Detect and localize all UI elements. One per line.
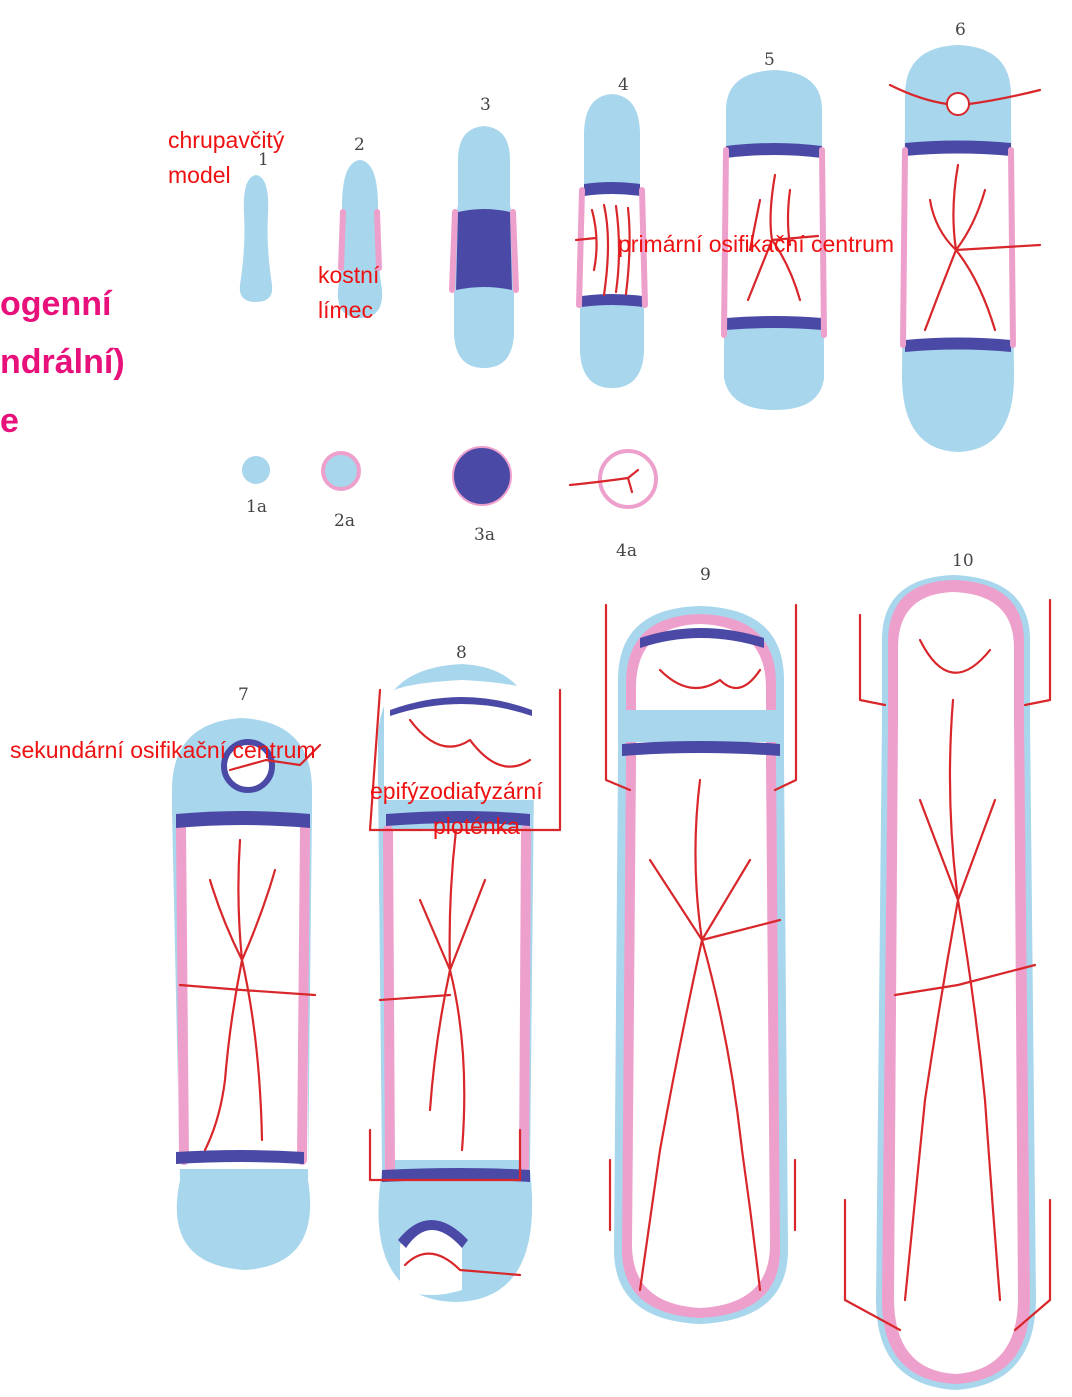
stage-number-9: 9 bbox=[700, 565, 711, 585]
stage-9-bone bbox=[606, 605, 796, 1324]
stage-number-6: 6 bbox=[955, 20, 966, 40]
stage-2-bone bbox=[338, 160, 382, 318]
label-secondary-ossification-center: sekundární osifikační centrum bbox=[10, 737, 316, 764]
stage-number-2: 2 bbox=[354, 135, 365, 155]
stage-number-8: 8 bbox=[456, 643, 467, 663]
cross-section-number-2a: 2a bbox=[334, 511, 355, 531]
cross-section-1a bbox=[242, 456, 270, 484]
label-bone-collar-line1: kostní bbox=[318, 262, 379, 289]
cross-section-number-4a: 4a bbox=[616, 541, 637, 561]
stage-7-bone bbox=[172, 718, 320, 1270]
label-growth-plate-line2: ploténka bbox=[433, 813, 520, 840]
cross-section-3a bbox=[453, 447, 511, 505]
cross-section-number-3a: 3a bbox=[474, 525, 495, 545]
stage-6-bone bbox=[890, 45, 1040, 452]
stage-10-bone bbox=[845, 575, 1050, 1390]
stage-number-10: 10 bbox=[952, 551, 974, 571]
label-cartilage-model-line1: chrupavčitý bbox=[168, 127, 284, 154]
stage-number-7: 7 bbox=[238, 685, 249, 705]
label-growth-plate-line1: epifýzodiafyzární bbox=[370, 778, 543, 805]
stage-number-4: 4 bbox=[618, 75, 629, 95]
label-primary-ossification-center: primární osifikační centrum bbox=[618, 231, 894, 258]
stage-number-5: 5 bbox=[764, 50, 775, 70]
cross-section-number-1a: 1a bbox=[246, 497, 267, 517]
stage-1-bone bbox=[240, 175, 272, 302]
cross-section-2a bbox=[323, 453, 359, 489]
stage-number-3: 3 bbox=[480, 95, 491, 115]
label-cartilage-model-line2: model bbox=[168, 162, 231, 189]
stage-8-bone bbox=[370, 664, 560, 1302]
cross-section-4a bbox=[570, 451, 656, 507]
label-bone-collar-line2: límec bbox=[318, 297, 373, 324]
stage-3-bone bbox=[452, 126, 516, 368]
